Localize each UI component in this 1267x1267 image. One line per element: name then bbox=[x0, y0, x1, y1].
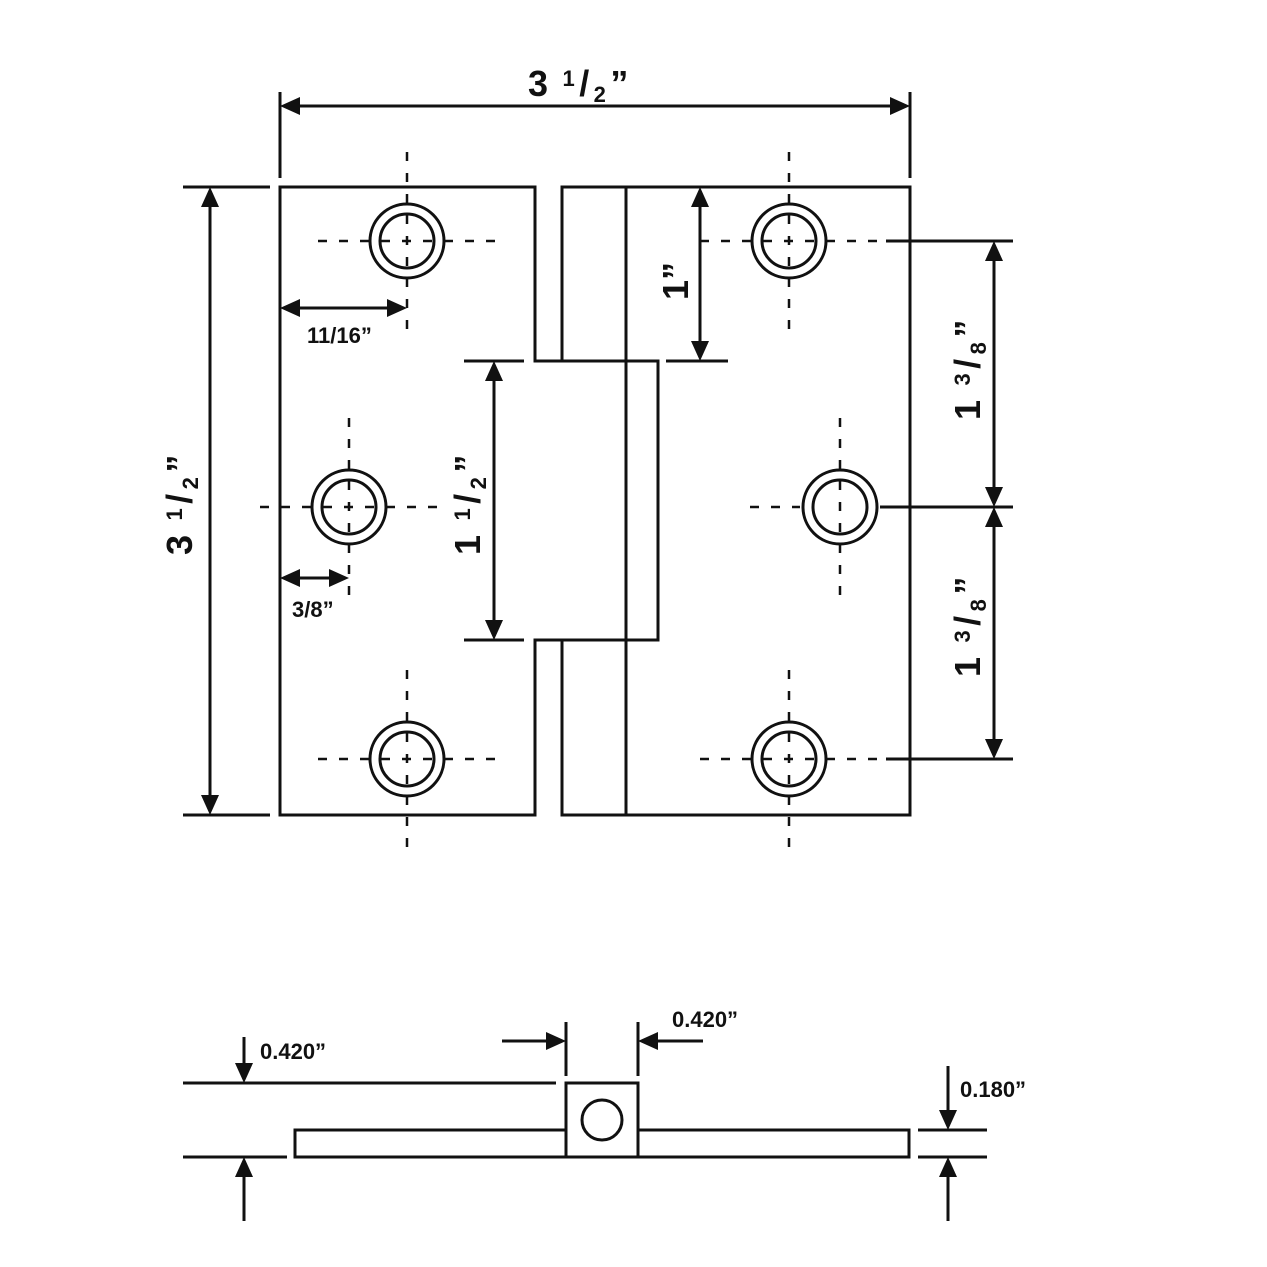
overall-thickness-label: 0.420” bbox=[260, 1039, 326, 1064]
overall-width-numerator: 1 bbox=[562, 66, 574, 91]
overall-height-numerator: 1 bbox=[162, 508, 187, 520]
screw-hole-right-bottom bbox=[700, 670, 880, 850]
dimension-knuckle-width: 0.420” bbox=[502, 1007, 738, 1076]
svg-text:1 3 / 8: 1 3 / 8 ” bbox=[947, 320, 991, 420]
dimension-knuckle-length: 1 1 / 2 ” bbox=[447, 359, 524, 642]
edge-offset-outer-label: 11/16” bbox=[307, 323, 372, 348]
dimension-edge-offset-outer: 11/16” bbox=[280, 299, 407, 348]
dimension-edge-offset-middle: 3/8” bbox=[280, 569, 349, 622]
leaf-thickness-label: 0.180” bbox=[960, 1077, 1026, 1102]
hole-spacing-upper-denominator: 8 bbox=[966, 342, 991, 354]
dimension-top-hole-offset: 1” bbox=[655, 187, 728, 363]
hole-spacing-upper-unit: ” bbox=[947, 320, 988, 338]
hole-spacing-lower-whole: 1 bbox=[947, 657, 988, 677]
svg-text:1 1 / 2: 1 1 / 2 ” bbox=[447, 455, 491, 555]
right-leaf-outline bbox=[560, 185, 912, 817]
hole-spacing-lower-numerator: 3 bbox=[950, 630, 975, 642]
hole-spacing-upper-numerator: 3 bbox=[950, 373, 975, 385]
overall-width-denominator: 2 bbox=[594, 82, 606, 107]
dimension-leaf-thickness: 0.180” bbox=[918, 1066, 1026, 1221]
knuckle-length-numerator: 1 bbox=[450, 508, 475, 520]
svg-text:3 1 / 2: 3 1 / 2 ” bbox=[159, 455, 203, 555]
overall-height-whole: 3 bbox=[159, 535, 200, 555]
svg-text:3 1 / 2: 3 1 / 2 ” bbox=[528, 63, 628, 107]
overall-width-unit: ” bbox=[610, 63, 628, 104]
knuckle-length-denominator: 2 bbox=[466, 477, 491, 489]
edge-offset-middle-label: 3/8” bbox=[292, 597, 334, 622]
dimension-overall-width: 3 1 / 2 ” bbox=[278, 63, 912, 178]
screw-hole-left-top bbox=[318, 152, 500, 330]
screw-hole-left-bottom bbox=[318, 670, 500, 850]
overall-height-denominator: 2 bbox=[178, 477, 203, 489]
dimension-overall-height: 3 1 / 2 ” bbox=[159, 185, 270, 817]
overall-height-unit: ” bbox=[159, 455, 200, 473]
side-view bbox=[293, 1081, 911, 1159]
hinge-outline bbox=[278, 185, 912, 817]
hole-spacing-lower-denominator: 8 bbox=[966, 599, 991, 611]
hole-spacing-upper-whole: 1 bbox=[947, 400, 988, 420]
screw-hole-left-middle bbox=[260, 418, 440, 596]
knuckle-length-unit: ” bbox=[447, 455, 488, 473]
svg-text:1 3 / 8: 1 3 / 8 ” bbox=[947, 577, 991, 677]
screw-hole-right-middle bbox=[750, 418, 879, 596]
dimension-overall-thickness: 0.420” bbox=[183, 1037, 556, 1221]
side-view-pin bbox=[580, 1098, 624, 1142]
dimension-hole-spacing: 1 3 / 8 ” 1 3 / 8 ” bbox=[880, 239, 1013, 761]
knuckle-width-label: 0.420” bbox=[672, 1007, 738, 1032]
side-view-knuckle bbox=[564, 1081, 640, 1159]
screw-holes bbox=[260, 152, 880, 850]
left-leaf-outline bbox=[278, 185, 660, 817]
hole-spacing-lower-unit: ” bbox=[947, 577, 988, 595]
knuckle-length-whole: 1 bbox=[447, 535, 488, 555]
overall-width-whole: 3 bbox=[528, 63, 548, 104]
top-hole-offset-label: 1” bbox=[655, 262, 696, 300]
screw-hole-right-top bbox=[700, 152, 880, 330]
